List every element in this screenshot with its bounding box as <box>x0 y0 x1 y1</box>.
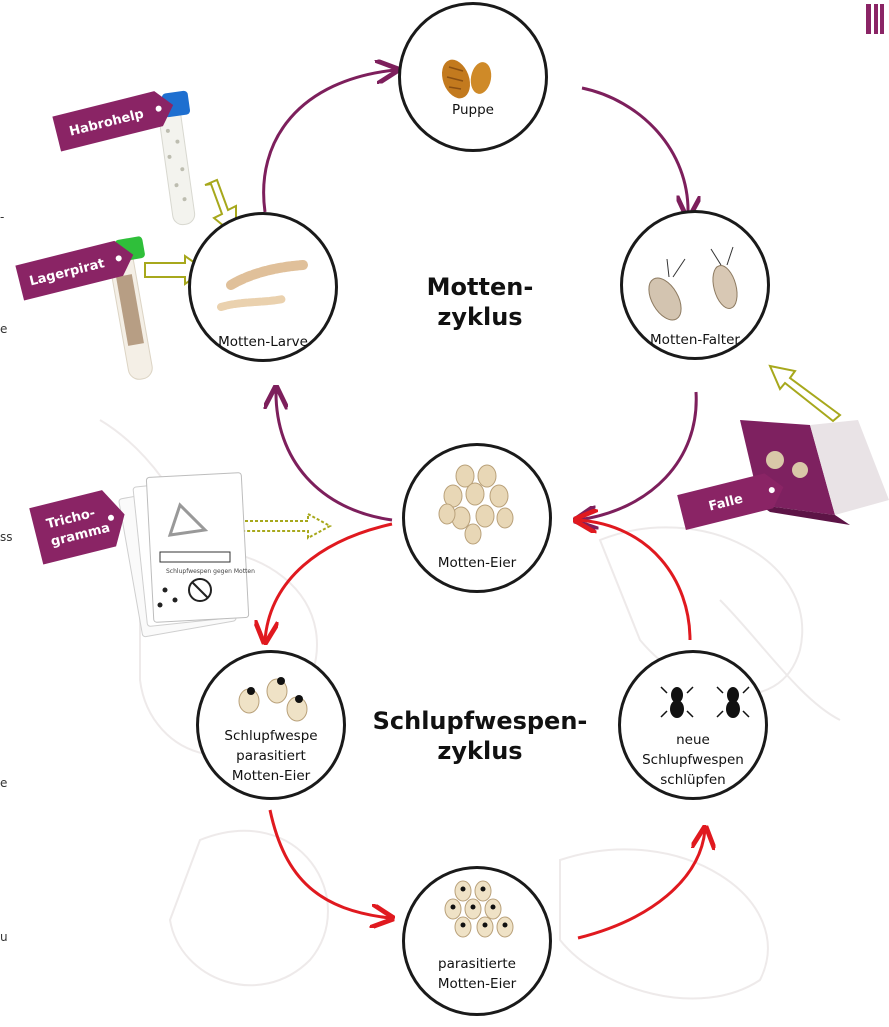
node-moth-larva: Motten-Larve <box>188 212 338 362</box>
arrow-eggs-to-wasp <box>265 522 393 640</box>
node-new-wasps-label-2: Schlupfwespen <box>642 752 744 768</box>
margin-fragment-1: - <box>0 210 5 224</box>
arrow-pupa-to-moth <box>581 86 688 215</box>
node-parasitized-eggs-label-1: parasitierte <box>438 956 516 972</box>
margin-fragment-2: e <box>0 322 8 336</box>
node-moth-eggs: Motten-Eier <box>402 443 552 593</box>
wasp-cycle-title-line-2: zyklus <box>437 737 523 765</box>
arrow-parasitized-to-new <box>577 830 705 940</box>
arrow-eggs-to-larva <box>276 390 393 522</box>
wasp-cycle-title: Schlupfwespen- zyklus <box>350 706 610 766</box>
tag-lagerpirat[interactable]: Lagerpirat <box>15 237 137 301</box>
node-moth-adult-label: Motten-Falter <box>650 332 740 348</box>
arrow-larva-to-pupa <box>262 70 395 213</box>
wasp-cycle-title-line-1: Schlupfwespen- <box>372 707 588 735</box>
node-pupa-label: Puppe <box>452 102 494 118</box>
tag-habrohelp[interactable]: Habrohelp <box>52 88 177 152</box>
moth-cycle-title: Motten- zyklus <box>395 272 565 332</box>
wasp-on-egg-icon <box>238 677 308 722</box>
eggs-icon <box>438 464 514 545</box>
larva-icon <box>217 260 308 311</box>
tag-trichogramma[interactable]: Tricho- gramma <box>29 486 131 565</box>
node-pupa: Puppe <box>398 2 548 152</box>
node-wasp-parasitizes: Schlupfwespe parasitiert Motten-Eier <box>196 650 346 800</box>
moth-cycle-title-line-1: Motten- <box>426 273 534 301</box>
node-new-wasps-label-1: neue <box>676 732 710 748</box>
trichogramma-cards-image: Schlupfwespen gegen Motten <box>118 472 255 638</box>
arrow-falle <box>768 364 842 423</box>
wasp-icon <box>660 686 750 718</box>
arrow-moth-to-eggs <box>578 391 698 520</box>
node-moth-larva-label: Motten-Larve <box>218 334 308 350</box>
margin-fragment-5: u <box>0 930 8 944</box>
node-wasp-parasitizes-label-3: Motten-Eier <box>231 768 311 784</box>
menu-icon[interactable] <box>866 4 884 38</box>
margin-fragment-3: ss <box>0 530 13 544</box>
node-new-wasps: neue Schlupfwespen schlüpfen <box>618 650 768 800</box>
node-moth-eggs-label: Motten-Eier <box>437 555 517 571</box>
node-parasitized-eggs: parasitierte Motten-Eier <box>402 866 552 1016</box>
trichogramma-card-text: Schlupfwespen gegen Motten <box>166 568 255 575</box>
node-parasitized-eggs-label-2: Motten-Eier <box>437 976 517 992</box>
moth-cycle-title-line-2: zyklus <box>437 303 523 331</box>
tag-falle[interactable]: Falle <box>677 470 788 531</box>
parasitized-eggs-icon <box>444 880 514 938</box>
node-wasp-parasitizes-label-1: Schlupfwespe <box>224 728 318 744</box>
moth-icon <box>648 246 738 321</box>
node-moth-adult: Motten-Falter <box>620 210 770 360</box>
node-new-wasps-label-3: schlüpfen <box>660 772 726 788</box>
arrow-trichogramma <box>239 512 333 540</box>
node-wasp-parasitizes-label-2: parasitiert <box>236 748 306 764</box>
margin-fragment-4: e <box>0 776 8 790</box>
pupa-icon <box>441 59 492 99</box>
arrow-new-to-eggs <box>578 520 692 641</box>
arrow-wasp-to-parasitized <box>268 809 390 918</box>
